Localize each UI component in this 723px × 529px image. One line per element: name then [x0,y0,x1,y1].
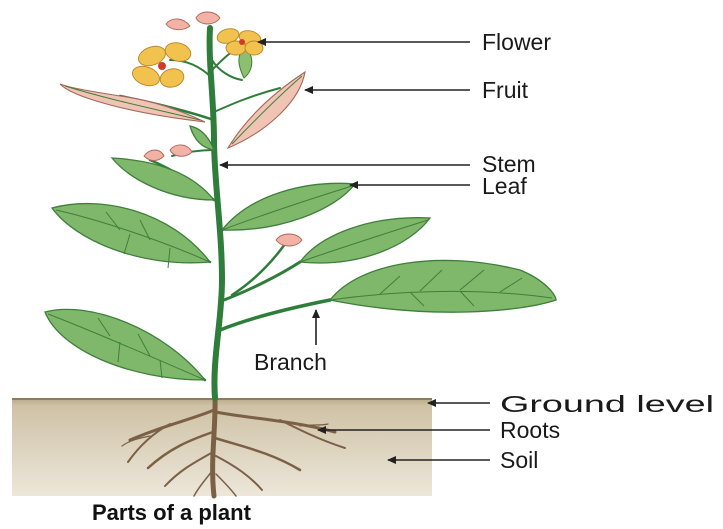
diagram-caption: Parts of a plant [92,500,252,525]
label-fruit: Fruit [482,77,529,103]
label-branch: Branch [254,349,327,375]
label-roots: Roots [500,417,560,443]
fruits-drawing [60,48,305,148]
label-flower: Flower [482,29,551,55]
label-soil: Soil [500,447,538,473]
label-ground-level: Ground level [500,391,714,417]
leaves-drawing [45,126,556,380]
label-leaf: Leaf [482,173,527,199]
